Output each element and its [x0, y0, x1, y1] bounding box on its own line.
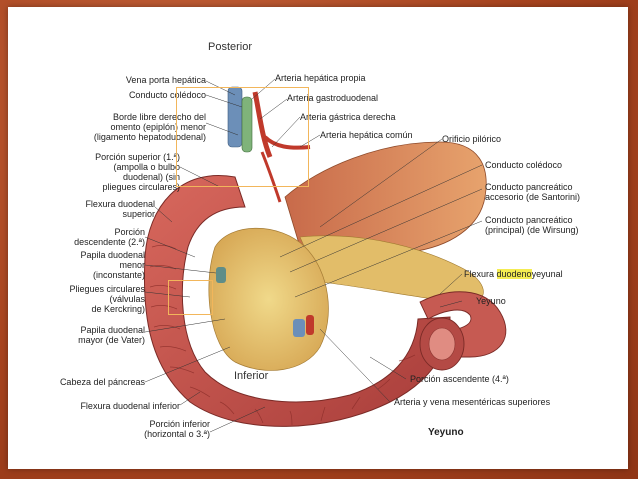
label-orificio-pilorico: Orificio pilórico: [442, 134, 502, 144]
flexura-text-after: yeyunal: [531, 269, 563, 279]
callout-posterior: Posterior: [208, 41, 253, 53]
label-borde-libre: Borde libre derecho del omento (epiplón)…: [93, 112, 206, 142]
label-porcion-superior: Porción superior (1.ª) (ampolla o bulbo …: [95, 152, 180, 192]
label-flexura-duodenoyeyunal: Flexura duodenoyeyunal: [464, 269, 563, 279]
label-porcion-inferior: Porción inferior (horizontal o 3.ª): [144, 419, 210, 439]
label-arteria-hepatica-comun: Arteria hepática común: [320, 130, 413, 140]
slide-canvas: Vena porta hepática Conducto colédoco Bo…: [8, 7, 628, 469]
label-papila-menor: Papila duodenal menor (inconstante): [80, 250, 145, 280]
highlight-box-posterior: [176, 87, 309, 187]
label-conducto-santorini: Conducto pancreático accesorio (de Santo…: [485, 182, 581, 202]
label-vena-porta: Vena porta hepática: [125, 75, 206, 85]
label-arteria-mesenterica: Arteria y vena mesentéricas superiores: [394, 397, 551, 407]
flexura-text-before: Flexura: [464, 269, 497, 279]
label-yeyuno-right: Yeyuno: [476, 296, 506, 306]
label-porcion-descendente: Porción descendente (2.ª): [74, 227, 145, 247]
label-arteria-gastroduodenal: Arteria gastroduodenal: [287, 93, 379, 103]
highlight-box-papilla: [168, 280, 213, 315]
label-porcion-ascendente: Porción ascendente (4.ª): [410, 374, 509, 384]
label-yeyuno-bottom: Yeyuno: [428, 427, 464, 438]
label-arteria-hepatica-propia: Arteria hepática propia: [275, 73, 366, 83]
highlighted-word: duodeno: [496, 269, 532, 279]
label-conducto-coledoco-left: Conducto colédoco: [128, 90, 206, 100]
label-papila-mayor: Papila duodenal mayor (de Vater): [78, 325, 145, 345]
label-pliegues-circulares: Pliegues circulares (válvulas de Kerckri…: [69, 284, 145, 314]
label-flexura-inferior: Flexura duodenal inferior: [80, 401, 180, 411]
label-conducto-wirsung: Conducto pancreático (principal) (de Wir…: [485, 215, 579, 235]
duodenum-illustration: Vena porta hepática Conducto colédoco Bo…: [30, 57, 610, 447]
callout-inferior: Inferior: [234, 370, 269, 382]
label-flexura-superior: Flexura duodenal superior: [85, 199, 155, 219]
anatomy-drawing: [143, 78, 507, 433]
label-conducto-coledoco-right: Conducto colédoco: [485, 160, 563, 170]
label-cabeza-pancreas: Cabeza del páncreas: [59, 377, 145, 387]
label-arteria-gastrica-derecha: Arteria gástrica derecha: [300, 112, 396, 122]
